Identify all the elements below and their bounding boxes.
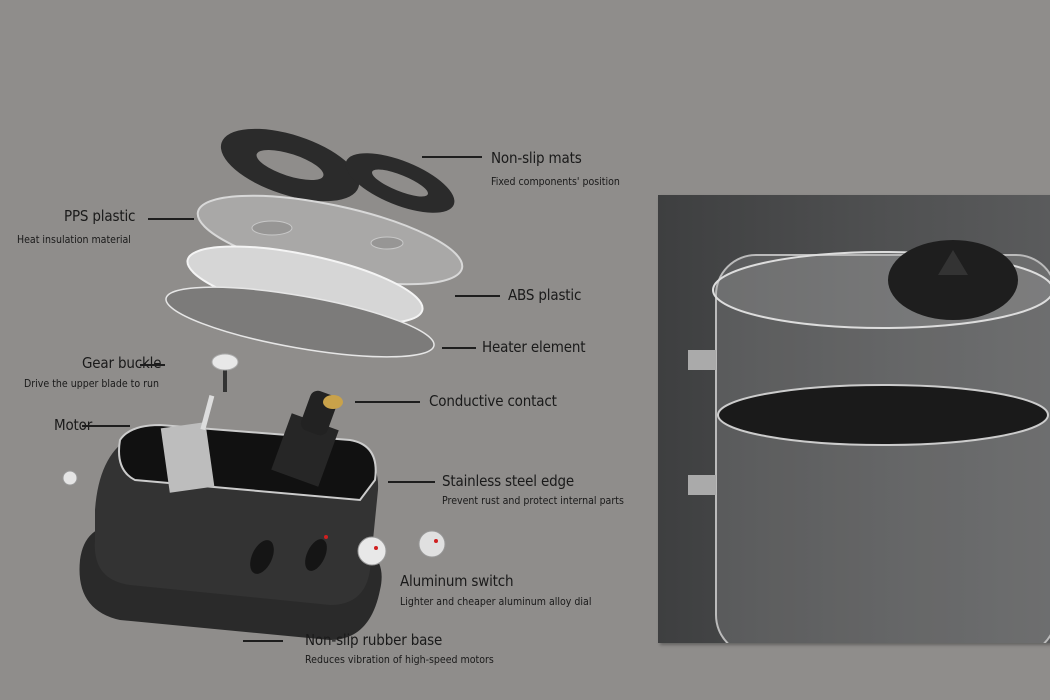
gear-buckle-part bbox=[211, 353, 239, 392]
sublabel-gear-buckle: Drive the upper blade to run bbox=[24, 378, 159, 390]
non-slip-mats-part bbox=[220, 128, 455, 213]
label-aluminum-switch: Aluminum switch bbox=[400, 572, 514, 590]
label-gear-buckle: Gear buckle bbox=[82, 354, 162, 372]
base-body-part bbox=[62, 390, 382, 640]
reamer-cone bbox=[888, 240, 1018, 320]
sublabel-non-slip-rubber-base: Reduces vibration of high-speed motors bbox=[305, 654, 494, 666]
label-abs-plastic: ABS plastic bbox=[508, 286, 582, 304]
aluminum-switch-knobs bbox=[357, 530, 446, 566]
sublabel-stainless-steel-edge: Prevent rust and protect internal parts bbox=[442, 495, 624, 507]
label-pps-plastic: PPS plastic bbox=[64, 207, 136, 225]
sublabel-non-slip-mats: Fixed components' position bbox=[491, 176, 620, 188]
label-stainless-steel-edge: Stainless steel edge bbox=[442, 472, 574, 490]
sublabel-aluminum-switch: Lighter and cheaper aluminum alloy dial bbox=[400, 596, 592, 608]
label-non-slip-rubber-base: Non-slip rubber base bbox=[305, 631, 443, 649]
label-motor: Motor bbox=[54, 416, 93, 434]
sublabel-pps-plastic: Heat insulation material bbox=[17, 234, 131, 246]
label-conductive-contact: Conductive contact bbox=[429, 392, 557, 410]
label-heater-element: Heater element bbox=[482, 338, 586, 356]
juicer-product-photo bbox=[658, 195, 1050, 656]
label-non-slip-mats: Non-slip mats bbox=[491, 149, 582, 167]
heater-element-plate bbox=[165, 286, 435, 358]
